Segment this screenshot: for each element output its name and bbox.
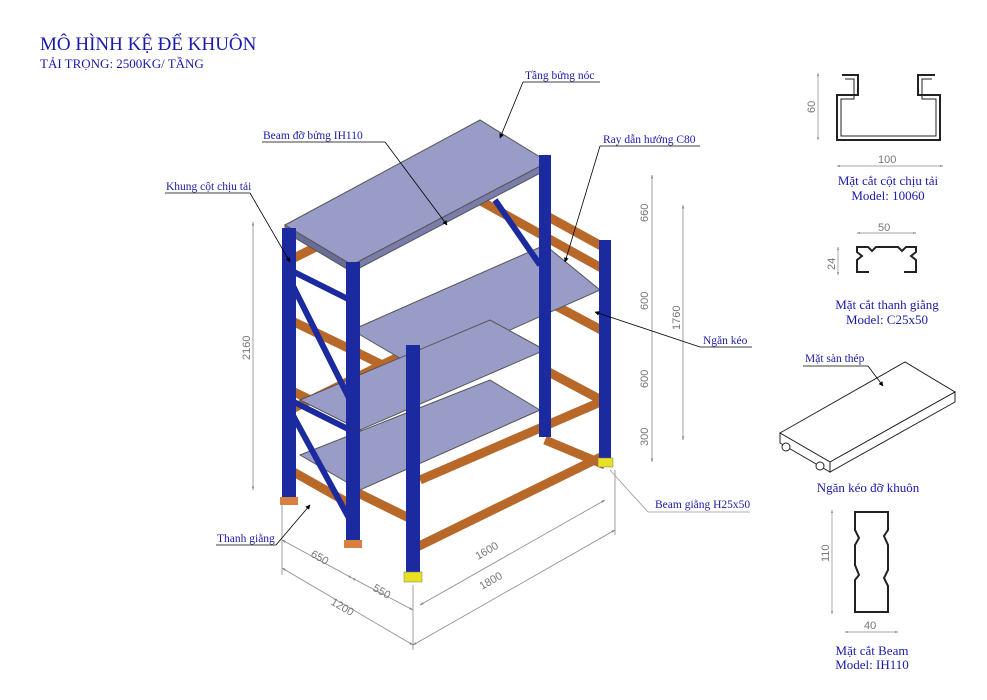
brace-section-height: 24 (826, 258, 838, 270)
shelves (283, 119, 601, 491)
brace-section-model: Model: C25x50 (846, 312, 928, 327)
column-section-height: 60 (806, 101, 818, 113)
column-section-caption: Mặt cắt cột chịu tải (838, 173, 939, 188)
column-section-profile (836, 74, 941, 141)
column-section-model: Model: 10060 (851, 188, 924, 203)
callout-beam-brace: Beam giằng H25x50 (655, 498, 750, 511)
page-title: MÔ HÌNH KỆ ĐỂ KHUÔN (40, 34, 257, 55)
dim-level-4: 300 (639, 428, 651, 446)
brace-section-caption: Mặt cắt thanh giằng (835, 297, 939, 312)
beam-section-height: 110 (820, 544, 832, 562)
callout-column-frame: Khung cột chịu tải (166, 181, 251, 193)
column-section-width: 100 (878, 154, 896, 166)
drawer-surface-label: Mặt sàn thép (805, 353, 865, 365)
callout-guide-rail: Ray dẫn hướng C80 (603, 133, 696, 146)
callout-beam-ih110: Beam đỡ bửng IH110 (263, 130, 363, 142)
dim-outer-width: 1800 (478, 570, 505, 593)
dim-total-height: 2160 (241, 336, 253, 360)
page-subtitle: TẢI TRỌNG: 2500KG/ TẦNG (40, 56, 204, 71)
callout-leaders (165, 81, 752, 546)
columns (282, 155, 611, 580)
frame-braces (287, 198, 543, 522)
callout-drawer: Ngăn kéo (703, 335, 748, 347)
drawer-caption: Ngăn kéo đỡ khuôn (817, 480, 920, 495)
dim-level-1: 660 (639, 204, 651, 222)
brace-section-profile (856, 246, 917, 273)
beam-section-model: Model: IH110 (835, 657, 909, 672)
dim-inner-width: 1600 (474, 540, 501, 563)
callout-top-deck: Tầng bửng nóc (525, 69, 594, 82)
beam-section-width: 40 (864, 620, 876, 632)
dim-depth-b: 550 (371, 582, 393, 602)
dim-level-2: 600 (639, 292, 651, 310)
dim-depth-total: 1200 (329, 596, 356, 619)
beam-section-profile (854, 511, 889, 613)
dimension-lines (251, 174, 685, 650)
callout-brace: Thanh giằng (217, 532, 275, 545)
beam-section-caption: Mặt cắt Beam (836, 643, 909, 658)
brace-section-width: 50 (878, 222, 890, 234)
dim-rail-height: 1760 (671, 306, 683, 330)
drawer-illustration (778, 361, 956, 473)
dim-level-3: 600 (639, 370, 651, 388)
